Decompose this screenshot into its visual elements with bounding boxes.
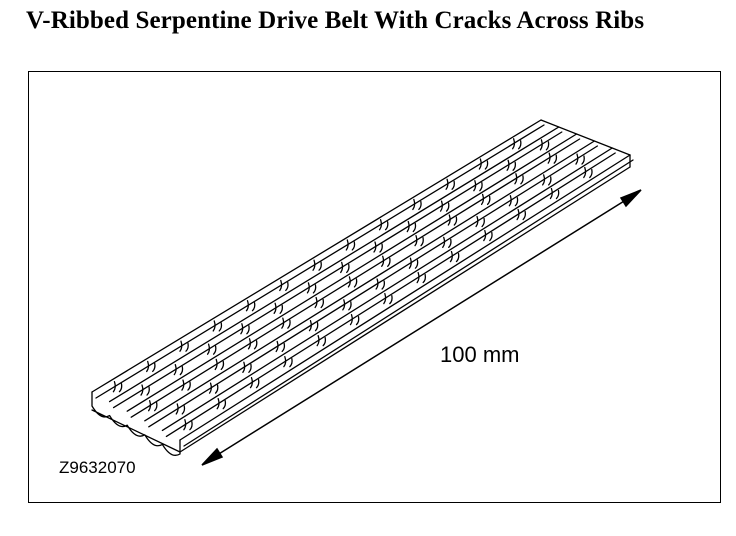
rib-crack (275, 340, 286, 353)
rib-crack (340, 261, 350, 274)
rib-groove (112, 131, 563, 409)
rib-crack (240, 323, 250, 335)
rib-crack (516, 208, 527, 221)
rib-crack (539, 139, 550, 151)
rib-crack (183, 419, 193, 431)
rib-crack (447, 214, 458, 226)
rib-edge (144, 140, 596, 422)
rib-crack (181, 379, 191, 391)
rib-edge (91, 119, 542, 393)
rib-crack (147, 400, 158, 412)
belt-base-edge (179, 166, 631, 453)
figure-title: V-Ribbed Serpentine Drive Belt With Crac… (26, 7, 645, 34)
rib-crack (383, 292, 393, 305)
rib-crack (542, 174, 552, 186)
rib-crack (206, 343, 217, 355)
rib-crack (173, 363, 184, 376)
belt-drawing (91, 119, 634, 456)
rib-crack (342, 299, 352, 311)
rib-crack (506, 159, 517, 171)
rib-crack (349, 313, 360, 326)
rib-crack (216, 398, 227, 410)
rib-crack (273, 302, 284, 314)
arrow-head-right (619, 189, 642, 208)
rib-crack (473, 180, 483, 192)
arrow-head-left (201, 447, 224, 466)
rib-crack (281, 317, 291, 329)
rib-crack (279, 279, 289, 292)
rib-groove (95, 124, 545, 399)
rib-crack (175, 403, 186, 415)
rib-crack (478, 158, 489, 170)
dimension-arrow (201, 189, 642, 466)
illustration-frame (28, 71, 721, 503)
rib-crack (445, 178, 455, 190)
rib-edge (161, 147, 613, 432)
rib-crack (483, 229, 493, 242)
rib-crack (112, 381, 123, 393)
rib-groove (183, 159, 634, 447)
rib-crack (306, 282, 317, 294)
rib-crack (378, 219, 389, 231)
rib-crack (249, 377, 260, 389)
rib-crack (314, 296, 325, 309)
belt-end-profile (91, 391, 181, 456)
rib-crack (547, 152, 558, 164)
rib-crack (406, 220, 417, 233)
rib-edge (108, 126, 560, 403)
rib-crack (214, 358, 225, 371)
rib-crack (475, 215, 485, 228)
rib-crack (245, 300, 256, 312)
rib-crack (442, 236, 452, 249)
rib-crack (373, 241, 383, 253)
rib-edge (179, 154, 631, 441)
rib-groove (165, 152, 616, 438)
rib-crack (242, 361, 252, 373)
rib-crack (375, 278, 386, 290)
rib-crack (575, 153, 585, 165)
rib-crack (146, 360, 156, 373)
rib-crack (480, 193, 491, 206)
rib-crack (414, 234, 424, 247)
rib-crack (549, 187, 560, 200)
rib-crack (312, 259, 322, 271)
rib-crack (140, 384, 150, 396)
rib-crack (449, 250, 460, 263)
rib-crack (416, 271, 427, 284)
rib-crack (439, 200, 450, 212)
rib-crack (408, 257, 419, 269)
rib-groove (148, 145, 599, 428)
rib-edge (126, 133, 578, 412)
rib-crack (347, 276, 358, 288)
rib-groove (130, 138, 581, 418)
rib-crack (208, 382, 219, 394)
rib-crack (508, 195, 519, 207)
rib-crack (381, 255, 391, 267)
rib-crack (212, 320, 223, 332)
rib-crack (179, 340, 189, 352)
rib-crack (316, 334, 327, 347)
rib-crack (308, 320, 319, 332)
rib-crack (247, 338, 258, 350)
rib-crack (514, 173, 524, 185)
rib-crack (412, 198, 422, 211)
dimension-label: 100 mm (440, 342, 520, 367)
rib-crack (583, 166, 593, 179)
rib-crack (345, 239, 356, 251)
figure-id: Z9632070 (59, 458, 136, 477)
belt-far-top (540, 119, 631, 156)
rib-crack (283, 355, 293, 368)
rib-crack (511, 138, 522, 150)
